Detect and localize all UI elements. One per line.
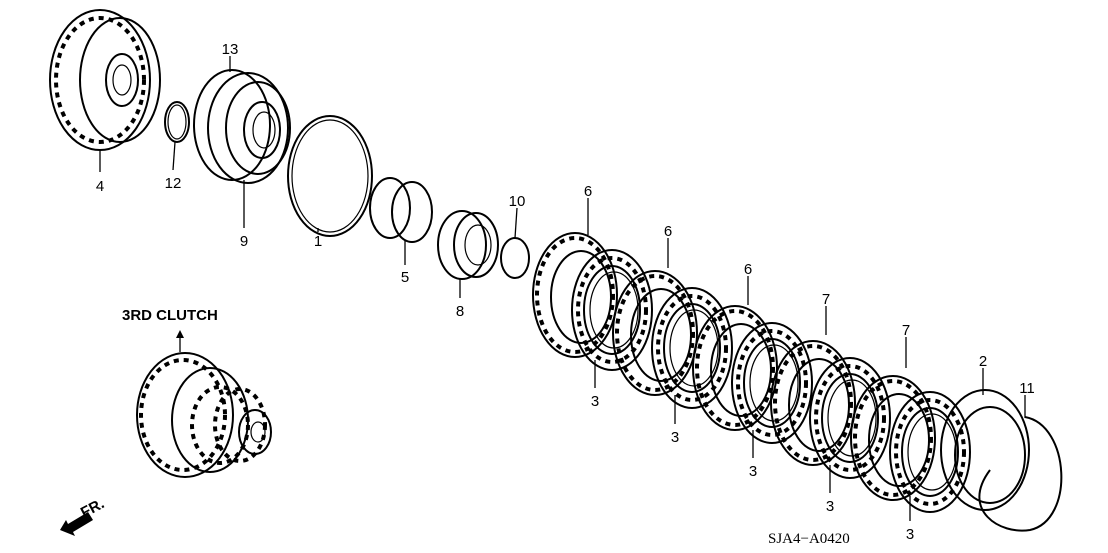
- callout-3: 3: [749, 463, 757, 480]
- steel-plate[interactable]: [532, 232, 618, 358]
- steel-plate[interactable]: [850, 375, 936, 501]
- callout-6: 6: [664, 223, 672, 240]
- callout-3: 3: [591, 393, 599, 410]
- clutch-plates: [532, 232, 971, 513]
- callout-2: 2: [979, 353, 987, 370]
- callout-5: 5: [401, 269, 409, 286]
- callout-3: 3: [826, 498, 834, 515]
- part-9-piston[interactable]: [193, 69, 291, 184]
- friction-disc[interactable]: [809, 357, 891, 479]
- third-clutch-assembly-illustration: [136, 330, 272, 478]
- part-12-o-ring[interactable]: [164, 101, 190, 143]
- callout-4: 4: [96, 178, 104, 195]
- steel-plate[interactable]: [692, 305, 778, 431]
- part-2-end-plate[interactable]: [940, 389, 1030, 511]
- front-direction-arrow-icon: [60, 512, 93, 536]
- part-10-snap-ring[interactable]: [500, 237, 530, 279]
- callout-3: 3: [671, 429, 679, 446]
- callout-10: 10: [509, 193, 526, 210]
- callout-12: 12: [165, 175, 182, 192]
- callout-3: 3: [906, 526, 914, 543]
- callout-6: 6: [584, 183, 592, 200]
- friction-disc[interactable]: [731, 322, 813, 444]
- assembly-title: 3RD CLUTCH: [122, 307, 218, 324]
- steel-plate[interactable]: [612, 270, 698, 396]
- part-4-clutch-drum[interactable]: [49, 9, 161, 151]
- friction-disc[interactable]: [889, 391, 971, 513]
- diagram-code: SJA4−A0420: [768, 531, 850, 547]
- callout-1: 1: [314, 233, 322, 250]
- steel-plate[interactable]: [770, 340, 856, 466]
- callout-7: 7: [902, 322, 910, 339]
- callout-8: 8: [456, 303, 464, 320]
- callout-6: 6: [744, 261, 752, 278]
- part-1-o-ring[interactable]: [287, 115, 373, 237]
- leader-lines: [99, 56, 1026, 521]
- part-8-bearing[interactable]: [437, 210, 499, 280]
- callout-13: 13: [222, 41, 239, 58]
- callout-9: 9: [240, 233, 248, 250]
- friction-disc[interactable]: [651, 287, 733, 409]
- callout-11: 11: [1019, 380, 1035, 397]
- part-11-snap-ring[interactable]: [978, 416, 1063, 532]
- part-5-spring[interactable]: [369, 177, 433, 243]
- friction-disc[interactable]: [571, 249, 653, 371]
- callout-7: 7: [822, 291, 830, 308]
